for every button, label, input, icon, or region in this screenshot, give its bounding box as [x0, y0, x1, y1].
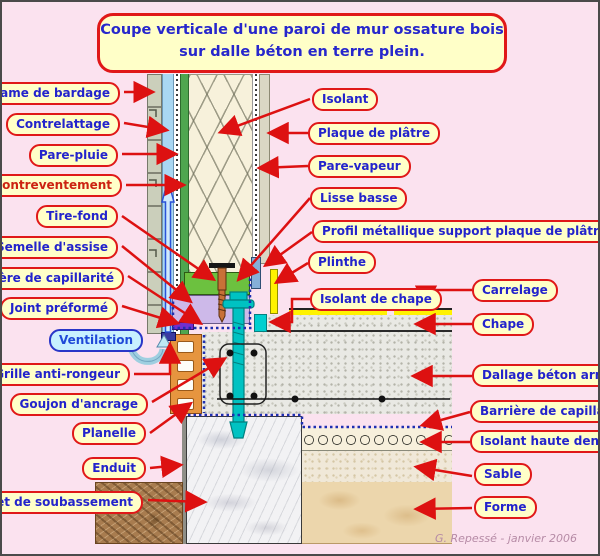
title-line-2: sur dalle béton en terre plein. — [179, 43, 425, 60]
pare-vapeur-part — [252, 74, 259, 272]
label-contreventement: Contreventement — [2, 174, 122, 197]
label-isolant-de-chape: Isolant de chape — [310, 288, 442, 311]
planelle-hole — [177, 379, 194, 391]
contreventement-part — [180, 74, 189, 334]
label-semelle-d-assise: Semelle d'assise — [2, 236, 118, 259]
label-joint-preforme: Joint préformé — [2, 297, 118, 320]
isolant-mur-part — [189, 74, 252, 272]
label-planelle: Planelle — [71, 422, 146, 445]
label-pare-pluie: Pare-pluie — [28, 144, 118, 167]
chape-part — [266, 315, 452, 332]
label-grille-anti-rongeur: Grille anti-rongeur — [2, 363, 130, 386]
label-barriere-de-capillarite-sol: Barrière de capillarité — [470, 400, 598, 423]
tire-fond-icon — [209, 263, 235, 324]
label-carrelage: Carrelage — [472, 279, 558, 302]
enduit-part — [182, 416, 186, 544]
muret-de-soubassement-part — [186, 416, 302, 544]
label-lame-de-bardage: Lame de bardage — [2, 82, 120, 105]
label-pare-vapeur: Pare-vapeur — [308, 155, 411, 178]
label-profil-metallique: Profil métallique support plaque de plât… — [312, 220, 598, 243]
isolant-haute-densite-part — [302, 428, 452, 451]
label-sable: Sable — [474, 463, 532, 486]
goujon-d-ancrage-icon — [222, 291, 255, 439]
title-line-1: Coupe verticale d'une paroi de mur ossat… — [100, 22, 504, 38]
pare-pluie-part — [174, 74, 180, 334]
label-isolant-haute-densite: Isolant haute densité — [470, 430, 598, 453]
label-lisse-basse: Lisse basse — [310, 187, 408, 210]
page-title: Coupe verticale d'une paroi de mur ossat… — [97, 13, 507, 73]
label-isolant: Isolant — [312, 88, 379, 111]
label-plinthe: Plinthe — [308, 251, 376, 274]
isolant-de-chape-part — [254, 314, 267, 332]
label-forme: Forme — [474, 496, 537, 519]
label-barriere-de-capillarite: Barrière de capillarité — [2, 267, 124, 290]
rebar-icon — [217, 343, 450, 405]
label-goujon-d-ancrage: Goujon d'ancrage — [9, 393, 148, 416]
pointer-arrows — [121, 80, 473, 520]
label-ventilation: Ventilation — [48, 329, 143, 352]
label-contrelattage: Contrelattage — [6, 113, 120, 136]
label-dallage-beton-arme: Dallage béton armé — [472, 364, 598, 387]
label-chape: Chape — [472, 313, 535, 336]
label-tire-fond: Tire-fond — [36, 205, 118, 228]
label-muret-de-soubassement: Muret de soubassement — [2, 491, 143, 514]
author-credit: G. Repessé - janvier 2006 — [435, 532, 577, 545]
label-plaque-de-platre: Plaque de plâtre — [308, 122, 440, 145]
planelle-hole — [177, 360, 194, 372]
label-enduit: Enduit — [82, 457, 146, 480]
